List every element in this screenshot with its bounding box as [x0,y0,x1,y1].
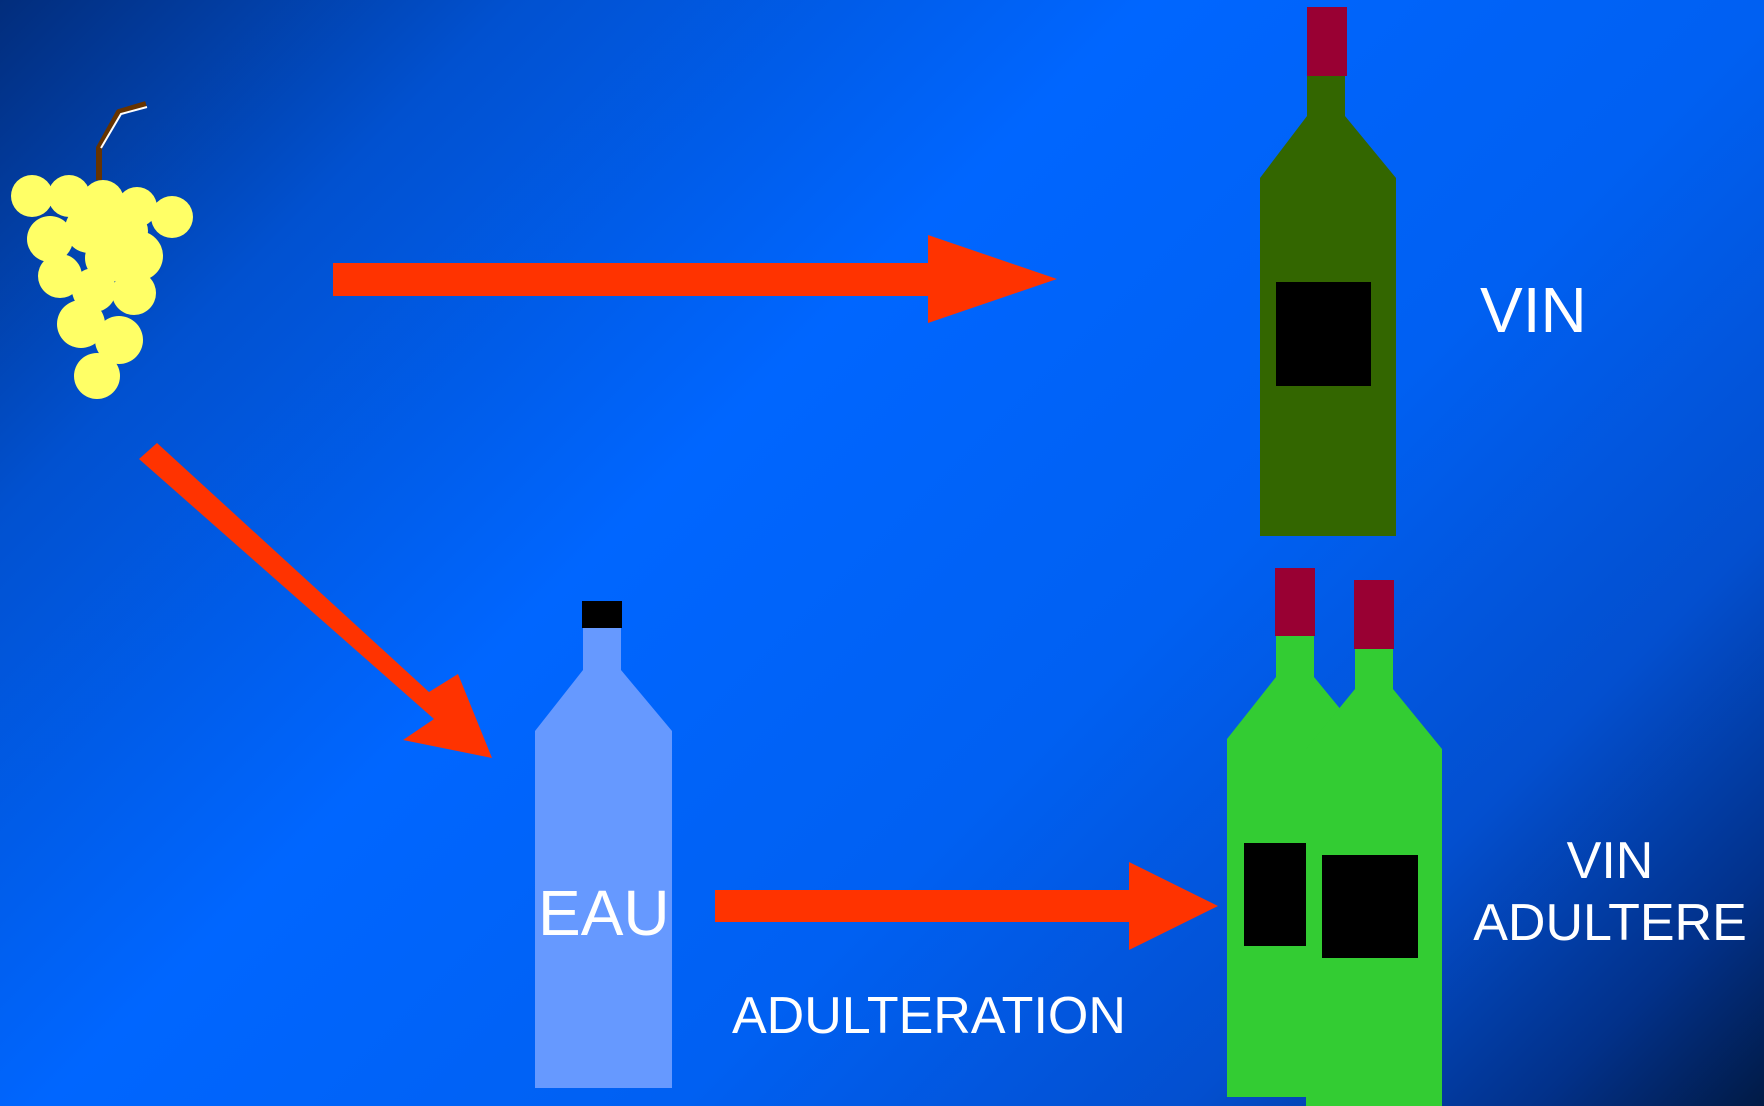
grapes [11,175,193,399]
wine-label: VIN [1480,278,1587,342]
adulterated-wine-label-line2: ADULTERE [1470,892,1750,954]
adulteration-label: ADULTERATION [732,990,1126,1042]
adulterated-bottle-front-label [1322,855,1418,958]
arrow-to-adulterated-wine [715,862,1218,950]
adulterated-wine-bottles-icon [1227,568,1442,1106]
wine-bottle-label [1276,282,1371,386]
arrow-to-water [139,443,492,758]
wine-bottle-icon [1260,7,1396,536]
arrow-to-wine [333,235,1057,323]
adulterated-wine-label: VIN ADULTERE [1470,830,1750,954]
water-bottle-icon [535,601,672,1088]
grape-stem [99,104,146,180]
water-bottle-cap [582,601,622,628]
grape-bunch-icon [11,104,193,399]
adulterated-wine-label-line1: VIN [1470,830,1750,892]
adulterated-bottle-front [1306,580,1442,1106]
wine-bottle-capsule [1307,7,1347,76]
water-label: EAU [538,881,670,945]
adulterated-bottle-back-label [1244,843,1306,946]
water-bottle-body [535,628,672,1088]
